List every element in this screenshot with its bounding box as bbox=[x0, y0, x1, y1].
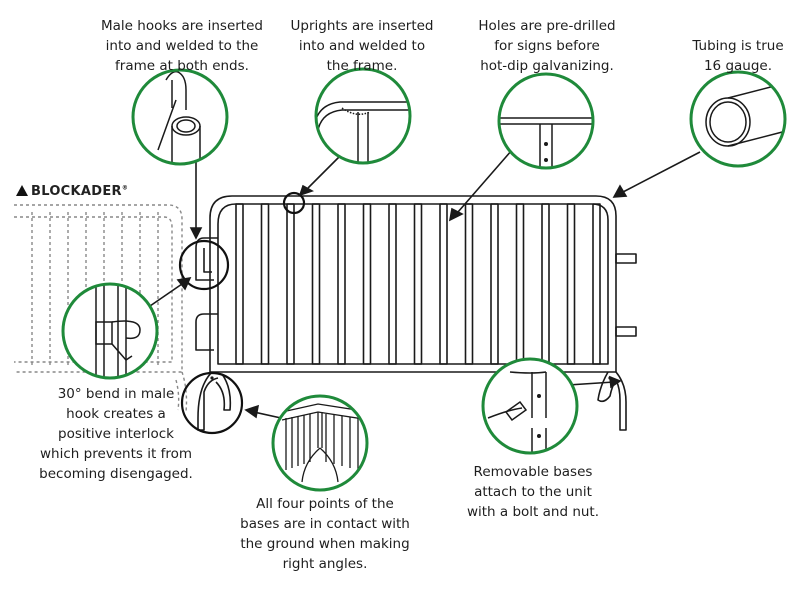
callout-tubing: Tubing is true 16 gauge. bbox=[692, 38, 784, 74]
upright-weld-ring bbox=[282, 191, 306, 215]
barricade-upright bbox=[388, 203, 397, 365]
callout-bases-contact: All four points of the bases are in cont… bbox=[240, 496, 410, 572]
upright-weld-detail bbox=[314, 67, 412, 165]
barricade-upright bbox=[311, 203, 321, 365]
base-highlight-ring bbox=[180, 371, 244, 435]
callout-male-hooks: Male hooks are inserted into and welded … bbox=[101, 18, 263, 74]
hook-weld-detail bbox=[131, 68, 229, 166]
highlight-rings bbox=[178, 191, 306, 435]
brand-name: BLOCKADER bbox=[31, 184, 122, 199]
barricade-upright bbox=[464, 203, 474, 365]
barricade-upright bbox=[337, 203, 346, 365]
barricade-upright bbox=[260, 203, 270, 365]
barricade-upright bbox=[235, 203, 244, 365]
sign-hole-detail bbox=[497, 72, 595, 170]
callout-removable-bases: Removable bases attach to the unit with … bbox=[466, 464, 600, 520]
brand-registered-mark: ® bbox=[121, 184, 129, 192]
callout-holes: Holes are pre-drilled for signs before h… bbox=[478, 18, 616, 74]
bolt-hole bbox=[210, 376, 214, 380]
hook-highlight-ring bbox=[178, 239, 230, 291]
barricade-upright bbox=[362, 203, 372, 365]
barricade-upright bbox=[515, 203, 525, 365]
removable-base-detail bbox=[481, 357, 579, 455]
barricade-upright bbox=[592, 203, 601, 365]
barricade-upright bbox=[566, 203, 576, 365]
base-contact-detail bbox=[271, 394, 369, 492]
callout-bend: 30° bend in male hook creates a positive… bbox=[39, 386, 193, 482]
barricade-upright bbox=[541, 203, 550, 365]
brand-logo: BLOCKADER® bbox=[16, 184, 128, 199]
barricade-upright bbox=[490, 203, 499, 365]
interlock-detail bbox=[61, 282, 159, 380]
barricade-upright bbox=[286, 203, 295, 365]
tubing-detail bbox=[689, 70, 787, 168]
callout-uprights: Uprights are inserted into and welded to… bbox=[290, 18, 434, 74]
barricade-upright bbox=[439, 203, 448, 365]
barricade-upright bbox=[413, 203, 423, 365]
brand-mark-icon bbox=[16, 185, 28, 196]
leader-arrows bbox=[149, 149, 701, 421]
